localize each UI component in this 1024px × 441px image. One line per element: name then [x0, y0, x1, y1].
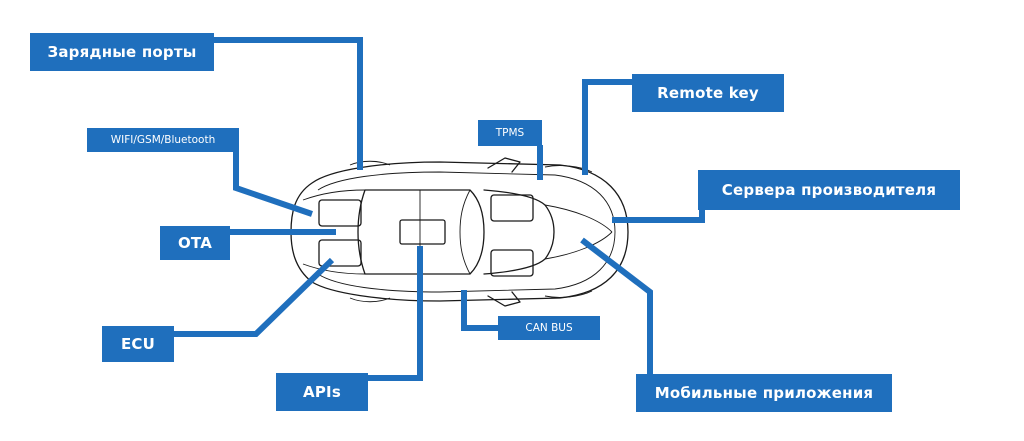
connector-ecu — [172, 257, 335, 337]
connector-can-bus — [461, 290, 500, 331]
label-manufacturer-servers: Сервера производителя — [698, 170, 960, 210]
connector-apis — [366, 246, 423, 381]
label-remote-key: Remote key — [632, 74, 784, 112]
connector-mobile-apps — [580, 237, 653, 382]
label-charging-ports: Зарядные порты — [30, 33, 214, 71]
label-mobile-apps: Мобильные приложения — [636, 374, 892, 412]
connector-charging-ports — [212, 37, 363, 170]
connector-remote-key — [582, 79, 634, 175]
label-can-bus: CAN BUS — [498, 316, 600, 340]
connector-wifi — [233, 150, 313, 217]
label-apis: APIs — [276, 373, 368, 411]
label-ecu: ECU — [102, 326, 174, 362]
label-tpms: TPMS — [478, 120, 542, 146]
label-wifi-gsm-bluetooth: WIFI/GSM/Bluetooth — [87, 128, 239, 152]
car-outline — [290, 157, 629, 307]
label-ota: OTA — [160, 226, 230, 260]
